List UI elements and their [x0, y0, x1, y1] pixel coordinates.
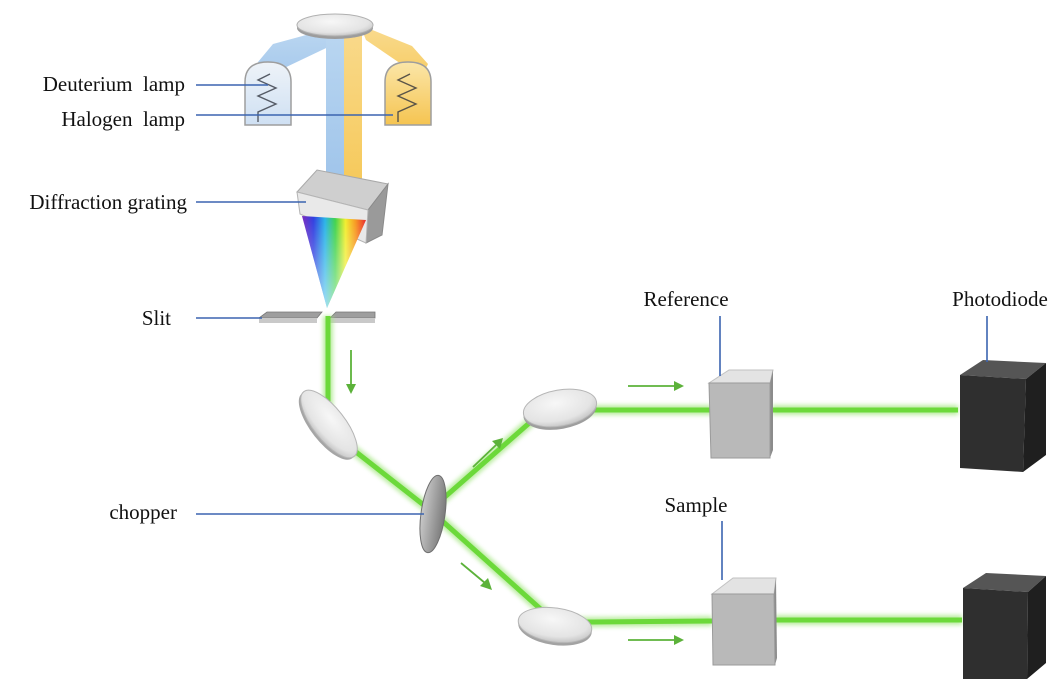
label-diffraction-grating: Diffraction grating [29, 190, 187, 214]
label-sample: Sample [665, 493, 728, 517]
label-reference: Reference [643, 287, 728, 311]
label-photodiode: Photodiode [952, 287, 1048, 311]
arrow-right-lower [628, 635, 684, 645]
deuterium-lamp [244, 61, 292, 126]
lower-mirror [517, 606, 593, 646]
blue-vertical-beam [326, 34, 344, 186]
labels: Deuterium lamp Halogen lamp Diffraction … [29, 72, 1047, 524]
reference-cuvette [707, 369, 774, 459]
label-chopper: chopper [109, 500, 177, 524]
label-slit: Slit [142, 306, 171, 330]
label-halogen-lamp: Halogen lamp [61, 107, 185, 131]
yellow-vertical-beam [344, 34, 362, 186]
turning-mirror [298, 389, 358, 460]
arrow-lower-diagonal [460, 562, 492, 590]
arrow-right-upper [628, 381, 684, 391]
halogen-lamp [384, 61, 432, 126]
green-beam [323, 316, 962, 627]
sample-cuvette [710, 577, 777, 666]
sample-photodiode [963, 573, 1046, 679]
top-mirror [296, 13, 374, 39]
spectrum-fan [302, 216, 366, 308]
reference-photodiode [960, 360, 1046, 472]
arrow-upper-diagonal [472, 438, 503, 468]
arrow-down [346, 350, 356, 394]
leader-lines [196, 84, 988, 580]
chopper [419, 474, 447, 554]
direction-arrows [346, 350, 684, 645]
slit [257, 311, 376, 323]
label-deuterium-lamp: Deuterium lamp [43, 72, 185, 96]
upper-mirror [522, 388, 598, 430]
